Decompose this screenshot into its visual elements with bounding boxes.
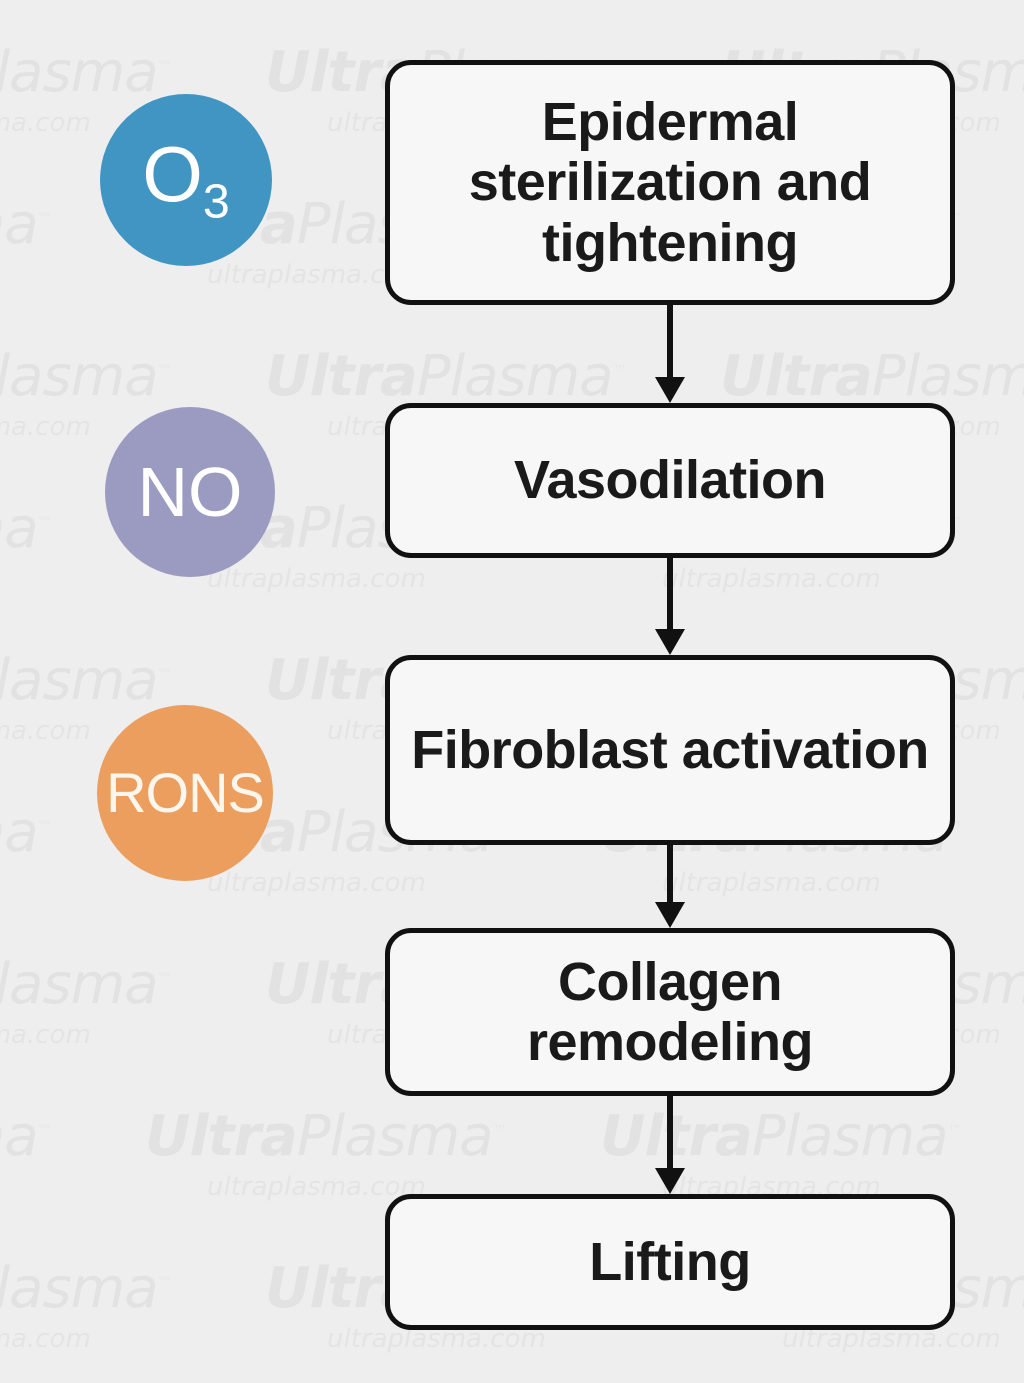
connector-arrow-3-4: [655, 845, 685, 928]
flow-step-1: Epidermal sterilization and tightening: [385, 60, 955, 305]
flow-step-4-label: Collagen remodeling: [526, 951, 814, 1072]
flow-step-2: Vasodilation: [385, 403, 955, 558]
arrow-head-icon: [655, 902, 685, 928]
connector-arrow-1-2: [655, 305, 685, 403]
flow-step-4: Collagen remodeling: [385, 928, 955, 1096]
flow-step-3-label: Fibroblast activation: [411, 719, 929, 780]
flow-step-5-label: Lifting: [589, 1231, 751, 1292]
badge-o3-label: O3: [142, 129, 230, 229]
arrow-head-icon: [655, 629, 685, 655]
arrow-shaft: [667, 558, 673, 629]
badge-no-label: NO: [137, 453, 243, 531]
badge-o3: O3: [100, 94, 272, 266]
connector-arrow-2-3: [655, 558, 685, 655]
flow-step-2-label: Vasodilation: [513, 450, 827, 511]
connector-arrow-4-5: [655, 1096, 685, 1194]
arrow-shaft: [667, 1096, 673, 1168]
badge-rons-label: RONS: [106, 761, 265, 824]
flow-step-1-label: Epidermal sterilization and tightening: [468, 91, 872, 273]
flow-step-5: Lifting: [385, 1194, 955, 1330]
arrow-shaft: [667, 845, 673, 902]
arrow-head-icon: [655, 1168, 685, 1194]
arrow-head-icon: [655, 377, 685, 403]
arrow-shaft: [667, 305, 673, 377]
badge-rons: RONS: [97, 705, 273, 881]
flow-step-3: Fibroblast activation: [385, 655, 955, 845]
badge-no: NO: [105, 407, 275, 577]
badge-o3-subscript: 3: [202, 174, 230, 229]
